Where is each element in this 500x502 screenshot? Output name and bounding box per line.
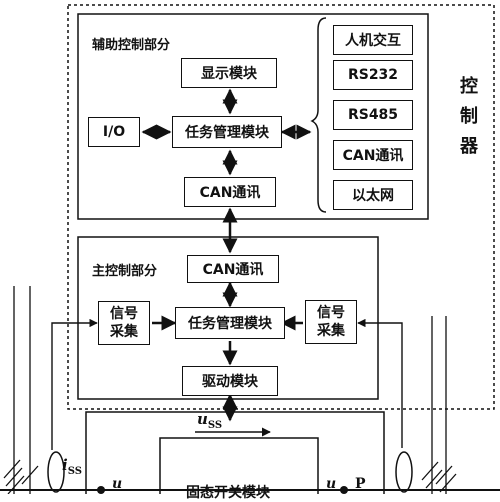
u-right-label: u [326,476,337,492]
uss-main: u [197,410,208,428]
hatch-right [421,461,457,493]
u-left-label: u [112,476,123,492]
signal-right: 信号 采集 [305,300,357,344]
controller-label: 控 制 器 [455,72,483,162]
power-stage-frame [85,411,385,494]
controller-char-1: 控 [460,76,478,97]
comm-hmi: 人机交互 [333,25,413,55]
comm-rs485: RS485 [333,100,413,130]
node-right [340,486,348,494]
comm-can: CAN通讯 [333,140,413,170]
signal-right-line-2: 采集 [317,323,345,339]
ct-right [395,451,413,493]
aux-section-title: 辅助控制部分 [92,38,171,53]
aux-task-module: 任务管理模块 [172,116,282,148]
controller-char-3: 器 [460,136,478,157]
io-module: I/O [88,117,140,147]
main-task-module: 任务管理模块 [175,307,285,339]
comm-ethernet: 以太网 [333,180,413,210]
signal-left-line-1: 信号 [110,306,138,322]
uss-sub: SS [207,420,223,431]
iss-sub: SS [67,466,82,477]
aux-can-module: CAN通讯 [184,177,276,207]
signal-left: 信号 采集 [98,301,150,345]
switch-module-frame [159,437,319,494]
controller-char-2: 制 [460,106,478,127]
wire-left-sensor [51,318,98,450]
switch-module-label: 固态开关模块 [186,485,270,501]
p-right-label: P [355,476,366,492]
ct-left [47,451,65,493]
drive-module: 驱动模块 [182,366,278,396]
uss-label: uSS [197,410,222,431]
node-left [97,486,105,494]
signal-left-line-2: 采集 [110,324,138,340]
iss-main: i [62,456,68,474]
comm-brace [310,17,327,213]
wire-right-sensor [357,318,403,448]
aux-section-frame [77,13,429,220]
signal-right-line-1: 信号 [317,305,345,321]
main-can-module: CAN通讯 [187,255,279,283]
iss-label: iSS [62,456,82,477]
comm-rs232: RS232 [333,60,413,90]
main-section-title: 主控制部分 [92,264,158,279]
display-module: 显示模块 [181,58,277,88]
controller-boundary [67,4,495,410]
hatch-left [3,459,39,494]
